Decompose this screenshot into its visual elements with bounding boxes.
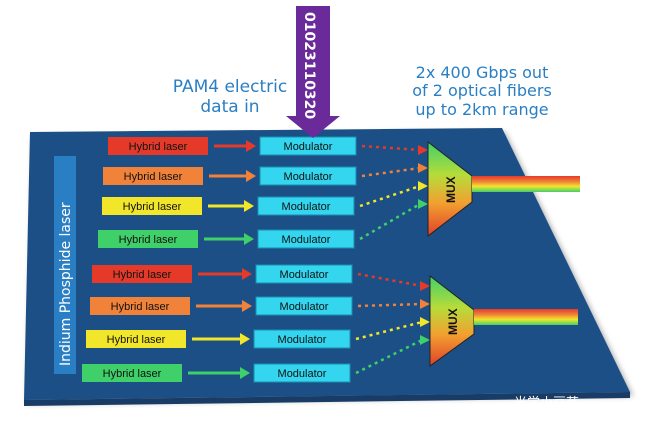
modulator-label: Modulator	[284, 141, 333, 153]
bit-stream-text: 01023110320	[301, 12, 317, 119]
arrow-head	[418, 181, 428, 191]
watermark-text: 光学小豆芽	[514, 396, 580, 411]
arrow-head	[242, 268, 252, 280]
lane-5: Hybrid laser Modulator	[92, 264, 430, 291]
output-label-line-2: of 2 optical fibers	[412, 81, 552, 101]
arrow-head	[418, 199, 428, 209]
mux-2: MUX	[429, 274, 578, 367]
arrow-head	[418, 145, 428, 155]
arrow-head	[246, 170, 256, 182]
modulator-to-mux-arrow	[355, 338, 423, 375]
hybrid-laser-box	[92, 265, 192, 283]
arrow-head	[420, 335, 430, 345]
hybrid-laser-box	[108, 137, 208, 155]
modulator-box	[259, 136, 357, 156]
hybrid-laser-label: Hybrid laser	[129, 141, 188, 153]
modulator-label: Modulator	[284, 171, 333, 183]
modulator-label: Modulator	[282, 201, 331, 213]
lane-2: Hybrid laser Modulator	[103, 163, 428, 186]
arrow-head	[418, 163, 428, 173]
arrow-head	[420, 281, 430, 291]
hybrid-laser-box	[82, 364, 182, 382]
hybrid-laser-box	[102, 197, 202, 215]
hybrid-laser-label: Hybrid laser	[119, 234, 178, 246]
input-label-line-1: PAM4 electric	[172, 77, 288, 97]
lane-1: Hybrid laser Modulator	[108, 136, 428, 156]
modulator-box	[257, 229, 355, 249]
input-data-arrow: 01023110320	[286, 6, 340, 138]
hybrid-laser-label: Hybrid laser	[103, 368, 162, 380]
hybrid-laser-label: Hybrid laser	[123, 201, 182, 213]
mux-group: MUX MUX	[427, 140, 580, 367]
optical-fiber-output-beam	[474, 309, 578, 325]
hybrid-laser-box	[90, 297, 190, 315]
hybrid-laser-label: Hybrid laser	[113, 269, 172, 281]
modulator-box	[257, 196, 355, 216]
modulator-label: Modulator	[280, 301, 329, 313]
lane-3: Hybrid laser Modulator	[102, 181, 428, 216]
lane-6: Hybrid laser Modulator	[90, 296, 430, 316]
arrow-head	[240, 367, 250, 379]
output-label-line-3: up to 2km range	[415, 99, 549, 119]
optical-fiber-output-beam	[472, 176, 580, 192]
arrow-head	[240, 333, 250, 345]
modulator-box	[255, 264, 353, 284]
hybrid-laser-label: Hybrid laser	[107, 334, 166, 346]
mux-1: MUX	[427, 140, 580, 238]
mux-label: MUX	[444, 176, 458, 203]
arrow-head	[420, 299, 430, 309]
arrow-head	[242, 300, 252, 312]
modulator-to-mux-arrow	[361, 144, 421, 152]
mux-trapezoid	[429, 274, 475, 367]
side-label-text: Indium Phosphide laser	[58, 202, 74, 366]
modulator-label: Modulator	[278, 334, 327, 346]
hybrid-laser-box	[86, 330, 186, 348]
side-label-bar: Indium Phosphide laser	[54, 156, 76, 374]
mux-label: MUX	[446, 308, 460, 335]
modulator-label: Modulator	[282, 234, 331, 246]
modulator-to-mux-arrow	[359, 202, 421, 241]
lane-7: Hybrid laser Modulator	[86, 317, 430, 349]
modulator-box	[255, 296, 353, 316]
arrow-head	[420, 317, 430, 327]
output-label-line-1: 2x 400 Gbps out	[415, 63, 549, 82]
modulator-to-mux-arrow	[361, 166, 421, 178]
modulator-label: Modulator	[280, 269, 329, 281]
arrow-head	[246, 140, 256, 152]
arrow-head	[244, 200, 254, 212]
modulator-box	[253, 363, 351, 383]
hybrid-laser-box	[103, 167, 203, 185]
arrow-head	[244, 233, 254, 245]
modulator-to-mux-arrow	[355, 320, 423, 341]
hybrid-laser-label: Hybrid laser	[124, 171, 183, 183]
modulator-box	[259, 166, 357, 186]
modulator-box	[253, 329, 351, 349]
modulator-label: Modulator	[278, 368, 327, 380]
hybrid-laser-box	[98, 230, 198, 248]
input-label: PAM4 electric data in	[160, 77, 300, 117]
mux-trapezoid	[427, 140, 473, 238]
input-label-line-2: data in	[200, 96, 260, 117]
hybrid-laser-label: Hybrid laser	[111, 301, 170, 313]
chip-edge	[24, 392, 630, 406]
output-label: 2x 400 Gbps out of 2 optical fibers up t…	[372, 63, 592, 119]
